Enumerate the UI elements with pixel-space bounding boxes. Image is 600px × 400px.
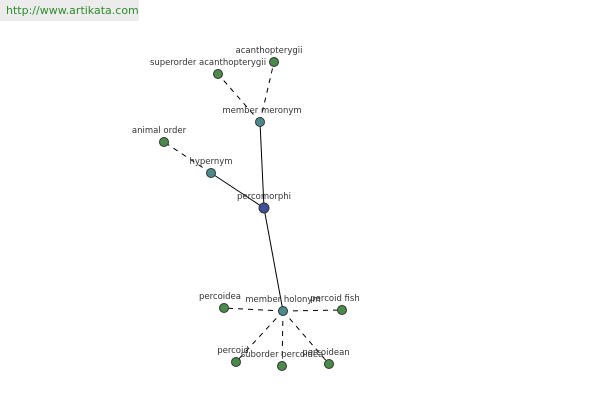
node-perciformes[interactable] (258, 202, 270, 214)
edge-perciformes-to-hypernym (210, 172, 265, 209)
edge-member-holonym-to-percoidean (282, 310, 330, 365)
node-member-meronym[interactable] (255, 117, 265, 127)
node-label-animal-order[interactable]: animal order (132, 126, 187, 136)
node-superorder-acanthopterygii[interactable] (213, 69, 223, 79)
node-label-acanthopterygii[interactable]: acanthopterygii (236, 46, 303, 56)
node-acanthopterygii[interactable] (269, 57, 279, 67)
node-label-superorder-acanthopterygii[interactable]: superorder acanthopterygii (150, 58, 266, 68)
edge-member-holonym-to-percoidea (223, 307, 284, 312)
node-percoid-fish[interactable] (337, 305, 347, 315)
node-label-percoidean[interactable]: percoidean (302, 348, 349, 358)
node-label-perciformes[interactable]: percomorphi (237, 192, 291, 202)
source-link[interactable]: http://www.artikata.com (6, 4, 139, 17)
node-animal-order[interactable] (159, 137, 169, 147)
edge-perciformes-to-member-holonym (263, 207, 284, 312)
node-label-member-holonym[interactable]: member holonym (245, 295, 320, 305)
edge-member-holonym-to-percoid (235, 310, 284, 363)
source-banner: http://www.artikata.com (0, 0, 139, 21)
node-percoid[interactable] (231, 357, 241, 367)
edge-member-meronym-to-superorder-acanthopterygii (217, 73, 261, 123)
node-hypernym[interactable] (206, 168, 216, 178)
node-label-member-meronym[interactable]: member meronym (222, 106, 301, 116)
edge-perciformes-to-member-meronym (259, 121, 265, 209)
node-percoidean[interactable] (324, 359, 334, 369)
edge-member-meronym-to-acanthopterygii (259, 61, 275, 123)
node-member-holonym[interactable] (278, 306, 288, 316)
node-label-percoidea[interactable]: percoidea (199, 292, 241, 302)
node-label-percoid[interactable]: percoid (217, 346, 249, 356)
edge-member-holonym-to-percoid-fish (282, 309, 343, 312)
node-suborder-percoidea[interactable] (277, 361, 287, 371)
node-label-hypernym[interactable]: hypernym (189, 157, 232, 167)
node-percoidea[interactable] (219, 303, 229, 313)
node-label-suborder-percoidea[interactable]: suborder percoidea (241, 350, 324, 360)
node-label-percoid-fish[interactable]: percoid fish (310, 294, 359, 304)
